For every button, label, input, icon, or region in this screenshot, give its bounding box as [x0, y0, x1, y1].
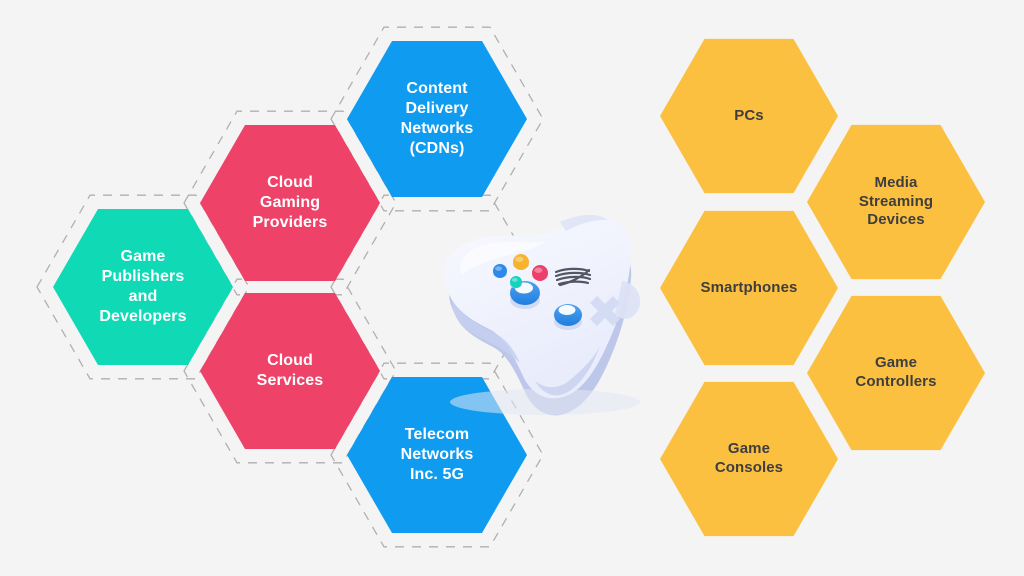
face-button-teal: [510, 276, 522, 288]
hexagon-media-streaming-devices[interactable]: [807, 124, 985, 280]
hexagon-telecom-networks[interactable]: [347, 377, 527, 533]
hexagon-game-consoles[interactable]: [660, 381, 838, 537]
speaker-grille-scribble: [554, 267, 592, 287]
face-button-teal-highlight: [511, 277, 518, 282]
face-button-orange-highlight: [515, 256, 524, 262]
face-button-blue: [493, 264, 507, 278]
outline-cloud-services: [183, 278, 397, 464]
face-button-pink-highlight: [534, 267, 543, 273]
controller-body: [443, 214, 641, 399]
hexagon-smartphones[interactable]: [660, 210, 838, 366]
hexagon-pcs[interactable]: [660, 38, 838, 194]
face-button-blue-highlight: [495, 266, 503, 271]
hexagon-cloud-gaming-providers[interactable]: [200, 125, 380, 281]
hexagon-content-delivery-networks[interactable]: [347, 41, 527, 197]
hexagon-game-publishers[interactable]: [53, 209, 233, 365]
analog-stick-right: [554, 304, 582, 330]
outline-game-publishers: [36, 194, 250, 380]
face-button-orange: [513, 254, 529, 270]
face-buttons: [493, 254, 548, 289]
dpad-cross: [590, 296, 620, 326]
outline-content-delivery-networks: [330, 26, 544, 212]
outline-empty-center: [330, 194, 544, 380]
outline-telecom-networks: [330, 362, 544, 548]
hexagon-cloud-services[interactable]: [200, 293, 380, 449]
face-button-pink: [532, 265, 548, 281]
hexagon-game-controllers[interactable]: [807, 295, 985, 451]
outline-cloud-gaming-providers: [183, 110, 397, 296]
